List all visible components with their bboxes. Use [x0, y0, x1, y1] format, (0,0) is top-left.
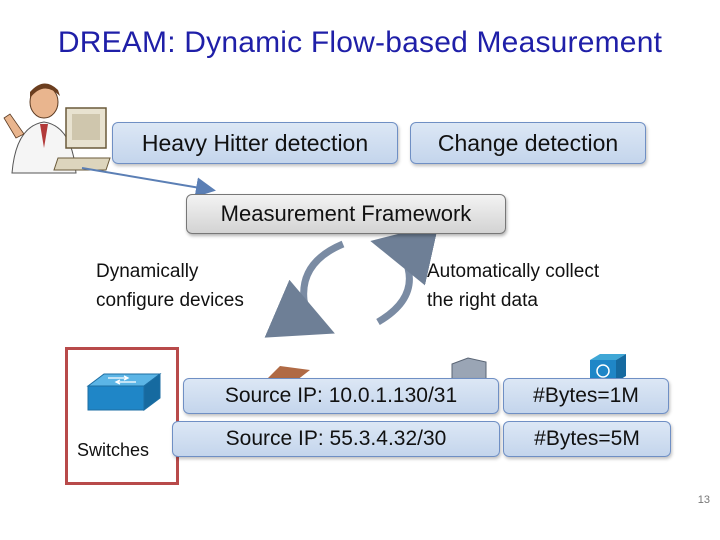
collect-caption-line2: the right data: [427, 290, 538, 311]
configure-caption-line1: Dynamically: [96, 261, 199, 282]
host-icon: [451, 357, 487, 381]
configure-caption-line2: configure devices: [96, 290, 244, 311]
heavy-hitter-task-box: Heavy Hitter detection: [112, 122, 398, 164]
slide-title: DREAM: Dynamic Flow-based Measurement: [57, 26, 663, 59]
collect-caption-line1: Automatically collect: [427, 261, 600, 282]
page-number: 13: [697, 494, 710, 506]
rule-byte-count: #Bytes=1M: [503, 378, 669, 414]
operator-to-framework-arrow: [81, 167, 216, 198]
rule-byte-count: #Bytes=5M: [503, 421, 671, 457]
cycle-arrow-left: [264, 240, 345, 338]
change-detection-task-box: Change detection: [410, 122, 646, 164]
cycle-arrow-right: [370, 223, 439, 326]
switches-highlight-box: [65, 347, 179, 485]
rule-source-ip: Source IP: 55.3.4.32/30: [172, 421, 500, 457]
middlebox-icon: [590, 354, 626, 382]
collect-caption: Automatically collect the right data: [427, 257, 667, 315]
switch-icon: [86, 373, 162, 411]
rule-source-ip: Source IP: 10.0.1.130/31: [183, 378, 499, 414]
configure-caption: Dynamically configure devices: [96, 257, 296, 315]
switches-label: Switches: [77, 440, 150, 460]
measurement-framework-box: Measurement Framework: [186, 194, 506, 234]
operator-icon: [3, 83, 111, 174]
